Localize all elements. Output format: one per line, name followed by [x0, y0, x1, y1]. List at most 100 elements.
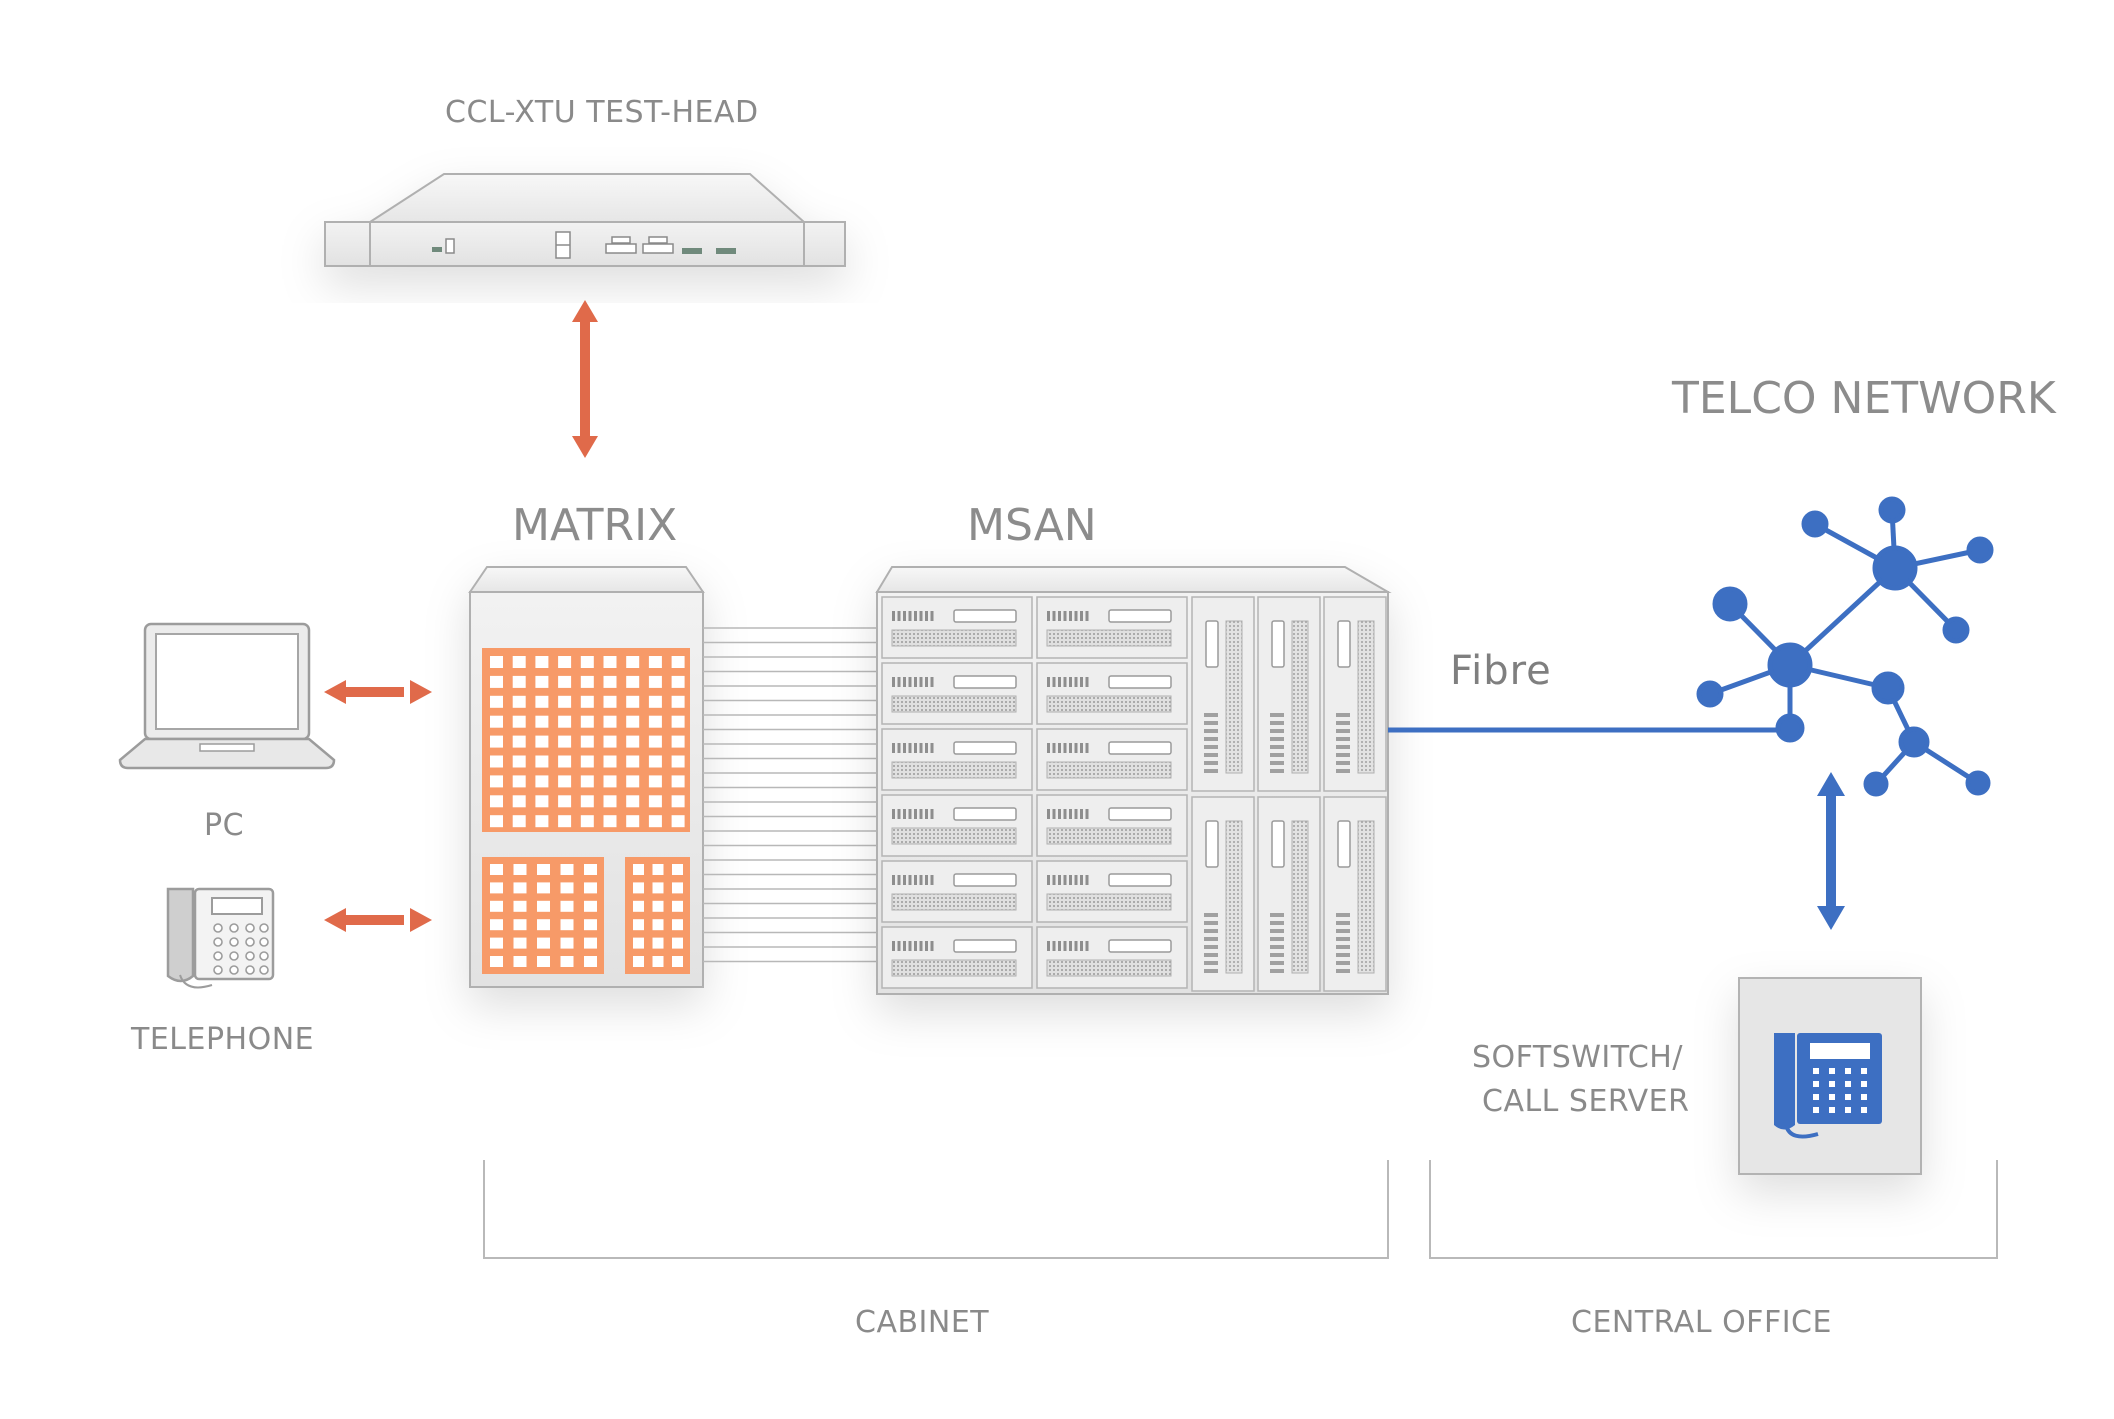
- matrix-port: [558, 775, 572, 788]
- matrix-port: [558, 656, 572, 668]
- matrix-port: [490, 695, 503, 708]
- matrix-port: [648, 675, 662, 688]
- matrix-port: [672, 919, 683, 931]
- matrix-port: [580, 695, 594, 708]
- matrix-port: [671, 695, 685, 708]
- matrix-port: [633, 919, 644, 931]
- matrix-port-grid-bottom-right: [633, 864, 683, 967]
- msan-device: [875, 566, 1392, 995]
- matrix-port: [513, 919, 527, 931]
- matrix-port: [672, 882, 683, 894]
- matrix-port: [560, 937, 574, 949]
- matrix-port: [603, 775, 617, 788]
- matrix-port: [580, 815, 594, 828]
- matrix-port: [652, 900, 664, 912]
- matrix-port: [671, 775, 685, 788]
- matrix-port: [603, 695, 617, 708]
- matrix-port: [648, 815, 662, 828]
- matrix-port: [626, 656, 640, 668]
- matrix-port: [490, 956, 503, 967]
- matrix-msan-cables: [703, 627, 877, 963]
- matrix-port: [490, 900, 503, 912]
- matrix-port: [535, 715, 549, 728]
- matrix-port: [672, 900, 683, 912]
- msan-line-card: [881, 860, 1033, 923]
- matrix-port: [512, 815, 526, 828]
- matrix-port: [626, 695, 640, 708]
- telephone-icon: [166, 887, 275, 989]
- matrix-port: [648, 795, 662, 808]
- matrix-port: [626, 735, 640, 748]
- matrix-port: [648, 656, 662, 668]
- matrix-port: [490, 735, 503, 748]
- matrix-port: [648, 755, 662, 768]
- matrix-port: [671, 735, 685, 748]
- matrix-port: [513, 900, 527, 912]
- cabinet-bracket: [483, 1160, 1389, 1259]
- matrix-port: [633, 882, 644, 894]
- matrix-port: [537, 937, 550, 949]
- matrix-port: [671, 755, 685, 768]
- matrix-port: [584, 882, 597, 894]
- matrix-port: [633, 900, 644, 912]
- matrix-port: [513, 956, 527, 967]
- telephone-matrix-arrow: [324, 908, 432, 932]
- matrix-port: [490, 675, 503, 688]
- matrix-port: [580, 775, 594, 788]
- matrix-port: [558, 735, 572, 748]
- msan-line-card: [1036, 926, 1188, 989]
- matrix-port: [560, 882, 574, 894]
- matrix-port: [626, 715, 640, 728]
- msan-label: MSAN: [967, 500, 1097, 551]
- msan-vertical-cards: [1191, 596, 1387, 992]
- matrix-port: [558, 755, 572, 768]
- matrix-port: [580, 735, 594, 748]
- msan-line-card: [1036, 662, 1188, 725]
- test-head-matrix-arrow: [572, 300, 598, 458]
- msan-line-card: [1036, 794, 1188, 857]
- matrix-port: [580, 675, 594, 688]
- matrix-port: [672, 956, 683, 967]
- matrix-port: [535, 656, 549, 668]
- matrix-port: [648, 735, 662, 748]
- matrix-port: [603, 795, 617, 808]
- matrix-port: [558, 815, 572, 828]
- matrix-port: [603, 715, 617, 728]
- test-head-device: [324, 173, 846, 267]
- matrix-port: [490, 755, 503, 768]
- matrix-port: [513, 937, 527, 949]
- matrix-port: [560, 900, 574, 912]
- telephone-label: TELEPHONE: [131, 1022, 315, 1057]
- telco-network-label: TELCO NETWORK: [1672, 373, 2056, 424]
- msan-vertical-card: [1191, 796, 1255, 992]
- msan-line-cards: [881, 596, 1188, 989]
- matrix-port: [652, 956, 664, 967]
- matrix-port: [490, 815, 503, 828]
- matrix-port: [558, 695, 572, 708]
- msan-line-card: [881, 662, 1033, 725]
- msan-vertical-card: [1257, 796, 1321, 992]
- matrix-port: [513, 882, 527, 894]
- matrix-port: [512, 656, 526, 668]
- matrix-port: [648, 715, 662, 728]
- matrix-port: [626, 795, 640, 808]
- matrix-port: [512, 735, 526, 748]
- matrix-port: [580, 755, 594, 768]
- pc-matrix-arrow: [324, 680, 432, 704]
- matrix-port: [633, 937, 644, 949]
- matrix-port: [584, 864, 597, 875]
- matrix-port: [512, 795, 526, 808]
- matrix-port: [560, 919, 574, 931]
- matrix-port: [626, 755, 640, 768]
- matrix-port: [603, 735, 617, 748]
- cabinet-label: CABINET: [855, 1305, 990, 1340]
- matrix-port: [580, 795, 594, 808]
- matrix-port: [490, 937, 503, 949]
- laptop-icon: [118, 622, 336, 770]
- matrix-port: [652, 864, 664, 875]
- msan-vertical-card: [1323, 596, 1387, 792]
- msan-vertical-card: [1257, 596, 1321, 792]
- msan-line-card: [881, 926, 1033, 989]
- matrix-port: [537, 882, 550, 894]
- softswitch-label-line2: CALL SERVER: [1482, 1084, 1690, 1119]
